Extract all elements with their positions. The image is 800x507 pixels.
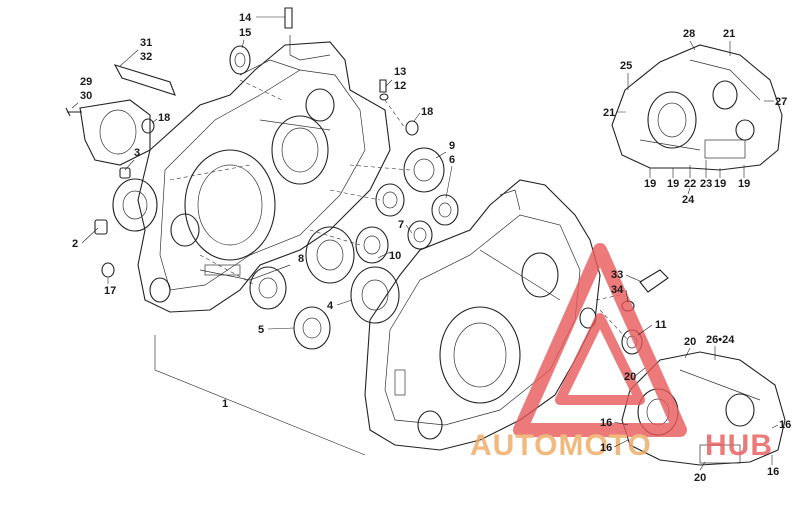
callout-19-a: 19 (644, 178, 656, 190)
callout-1: 1 (222, 398, 228, 410)
watermark-text-automoto: AUTOMOTO (470, 429, 652, 462)
callout-32: 32 (140, 51, 152, 63)
inset-upper-right-case (611, 44, 783, 171)
assembly-dashed-lines (169, 79, 629, 341)
callout-17: 17 (104, 285, 116, 297)
callout-19-d: 19 (738, 178, 750, 190)
callout-11: 11 (655, 319, 667, 331)
callout-12: 12 (394, 80, 406, 92)
callout-4: 4 (327, 300, 334, 312)
callout-26-24: 26•24 (706, 334, 735, 346)
callout-30: 30 (80, 90, 92, 102)
callout-34: 34 (611, 284, 624, 296)
callout-19-b: 19 (667, 178, 679, 190)
callout-33: 33 (611, 269, 623, 281)
callout-13: 13 (394, 66, 406, 78)
callout-16-d: 16 (767, 466, 779, 478)
callout-29: 29 (80, 76, 92, 88)
watermark-text-hub: HUB (705, 429, 773, 462)
callout-9: 9 (449, 140, 455, 152)
assembly-bracket (154, 335, 366, 456)
callout-23: 23 (700, 178, 712, 190)
callout-20-b: 20 (624, 371, 636, 383)
callout-labels: 1 2 3 4 5 6 7 8 9 10 11 12 13 14 1 (71, 12, 791, 484)
right-crankcase-half (364, 179, 601, 451)
callout-28: 28 (683, 28, 695, 40)
callout-18-b: 18 (421, 106, 433, 118)
callout-27: 27 (775, 96, 787, 108)
callout-18-a: 18 (158, 112, 170, 124)
callout-7: 7 (398, 219, 404, 231)
callout-2: 2 (72, 238, 78, 250)
callout-20-c: 20 (694, 472, 706, 484)
dowel-pins (65, 7, 419, 278)
callout-16-c: 16 (779, 419, 791, 431)
callout-10: 10 (389, 250, 401, 262)
callout-22: 22 (684, 178, 696, 190)
callout-16-b: 16 (600, 442, 612, 454)
bearings-and-seals (249, 147, 669, 355)
callout-15: 15 (239, 27, 251, 39)
watermark-logo: AUTOMOTO HUB (470, 243, 773, 462)
left-crankcase-half (137, 35, 391, 313)
callout-6: 6 (449, 154, 455, 166)
callout-20-a: 20 (684, 336, 696, 348)
callout-8: 8 (298, 253, 304, 265)
callout-3: 3 (134, 147, 140, 159)
callout-21-a: 21 (723, 28, 735, 40)
oil-pump-cover (79, 99, 158, 232)
callout-16-a: 16 (600, 417, 612, 429)
callout-5: 5 (258, 324, 264, 336)
callout-14: 14 (239, 12, 252, 24)
callout-19-c: 19 (714, 178, 726, 190)
callout-21-b: 21 (603, 107, 615, 119)
callout-24: 24 (682, 194, 695, 206)
callout-31: 31 (140, 37, 152, 49)
callout-25: 25 (620, 60, 632, 72)
